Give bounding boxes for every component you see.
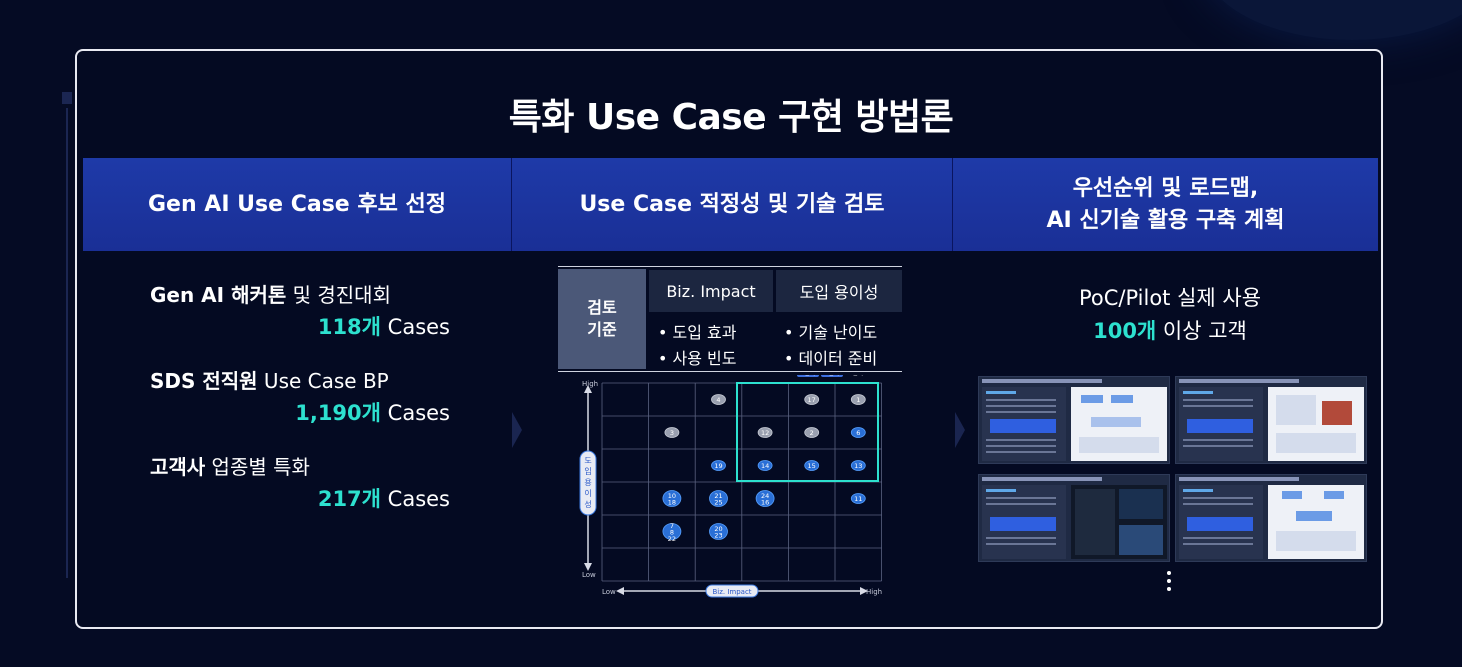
svg-text:3: 3 [670,429,674,437]
review-criteria-table: 검토 기준 Biz. Impact 도입 용이성 • 도입 효과 • 사용 빈도… [558,266,902,372]
matrix-bubble: 1 [850,394,866,405]
side-decoration-line [66,108,68,578]
x-axis-label-pill [705,584,759,598]
x-axis-high-label: High [866,588,882,596]
matrix-bubble: 11 [850,493,866,504]
column-header-roadmap: 우선순위 및 로드맵, AI 신기술 활용 구축 계획 [953,158,1378,251]
side-decoration-tick [62,92,72,104]
candidate-count-employees: 1,190개 Cases [295,401,450,425]
candidate-source-employees: SDS 전직원 Use Case BP [150,369,389,393]
column-header-candidates: Gen AI Use Case 후보 선정 [83,158,512,251]
candidate-source-hackathon: Gen AI 해커톤 및 경진대회 [150,283,391,307]
case-thumbnail [1175,474,1367,562]
background-glow-circle [1202,0,1462,40]
plan-summary: PoC/Pilot 실제 사용 100개 이상 고객 [970,282,1370,348]
chevron-right-icon [512,412,522,448]
svg-text:19: 19 [714,462,722,470]
chevron-right-icon [955,412,965,448]
matrix-bubble: 12 [757,427,773,438]
column-header-band: Gen AI Use Case 후보 선정 Use Case 적정성 및 기술 … [83,158,1378,251]
matrix-bubble: 13 [850,460,866,471]
x-axis-label: Biz. Impact [712,588,751,596]
criteria-header-biz-impact: Biz. Impact [649,270,773,312]
svg-text:17: 17 [808,396,816,404]
case-thumbnail [1175,376,1367,464]
criteria-label: 검토 기준 [558,269,646,369]
svg-text:14: 14 [761,462,769,470]
stage-label: 2단계 [821,375,843,377]
svg-text:11: 11 [854,495,862,503]
matrix-bubble: 3 [664,427,680,438]
arrow-right-icon [860,587,868,595]
matrix-bubble: 17 [804,394,820,405]
x-axis-low-label: Low [602,588,616,596]
stage-label: 1단계 [797,375,819,377]
plan-line-2: 100개 이상 고객 [1093,319,1247,343]
candidate-list: Gen AI 해커톤 및 경진대회 118개 Cases SDS 전직원 Use… [150,280,450,538]
svg-text:1단계: 1단계 [801,375,816,377]
plan-line-1: PoC/Pilot 실제 사용 [1078,286,1262,310]
criteria-header-ease: 도입 용이성 [776,270,902,312]
svg-text:6: 6 [856,429,860,437]
roadmap-header-line-2: AI 신기술 활용 구축 계획 [1046,207,1285,233]
matrix-highlight-region [736,382,879,482]
stage-label: 1단계 [849,375,864,377]
matrix-bubble: 2 [804,427,820,438]
matrix-bubble: 6 [850,427,866,438]
more-indicator [1167,571,1171,595]
matrix-bubble: 4 [711,394,726,405]
criteria-item: • 기술 난이도 [784,323,878,342]
arrow-down-icon [584,563,592,571]
y-axis-label-pill [579,450,597,516]
y-axis-low-label: Low [582,571,596,579]
svg-text:1: 1 [856,396,860,404]
matrix-bubble: 19 [711,460,726,471]
candidate-count-hackathon: 118개 Cases [317,315,450,339]
svg-text:2단계: 2단계 [825,375,840,377]
arrow-up-icon [584,385,592,393]
svg-text:1단계: 1단계 [849,375,864,377]
matrix-bubble: 14 [757,460,773,471]
matrix-bubble: 15 [804,460,820,471]
page-title: 특화 Use Case 구현 방법론 [508,97,954,138]
arrow-left-icon [616,587,624,595]
svg-text:4: 4 [716,396,720,404]
roadmap-header-line-1: 우선순위 및 로드맵, [1072,175,1259,201]
criteria-item: • 사용 빈도 [658,349,737,368]
case-thumbnail [978,376,1170,464]
stage-labels: 1단계 2단계 1단계 [797,375,864,377]
candidate-count-customers: 217개 Cases [317,487,450,511]
y-axis-high-label: High [582,380,598,388]
svg-text:2: 2 [810,429,814,437]
candidate-source-customers: 고객사 업종별 특화 [150,455,310,479]
criteria-item: • 도입 효과 [658,323,737,342]
criteria-item: • 데이터 준비 [784,349,878,368]
svg-text:13: 13 [854,462,862,470]
column-header-review: Use Case 적정성 및 기술 검토 [512,158,953,251]
svg-text:15: 15 [808,462,816,470]
svg-text:12: 12 [761,429,769,437]
case-thumbnail [978,474,1170,562]
